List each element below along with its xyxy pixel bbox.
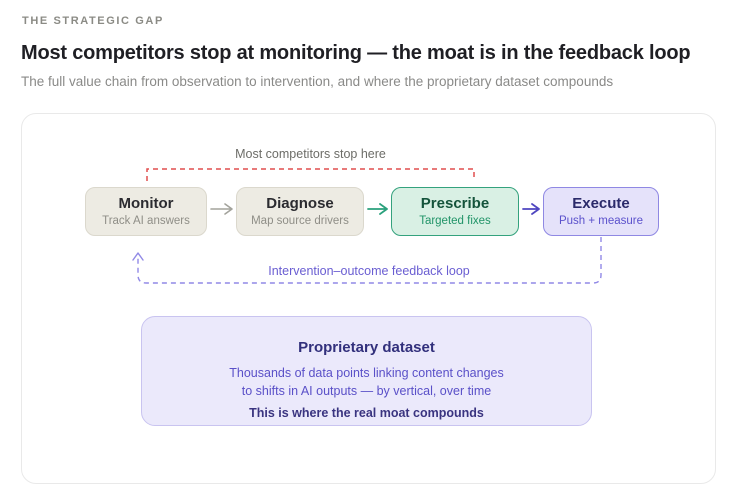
diagram-panel: Most competitors stop here Monitor Track… [21,113,716,484]
stage-execute-subtitle: Push + measure [558,215,644,227]
stage-execute-title: Execute [572,195,630,212]
stage-prescribe-title: Prescribe [420,195,490,212]
feedback-loop-label: Intervention–outcome feedback loop [219,264,519,278]
stage-diagnose-subtitle: Map source drivers [251,215,349,227]
stage-monitor-subtitle: Track AI answers [102,215,190,227]
stage-execute: Execute Push + measure [543,187,659,236]
dataset-card-line1: Thousands of data points linking content… [229,366,504,380]
dataset-card-line3: This is where the real moat compounds [249,406,484,420]
page-subtitle: The full value chain from observation to… [21,74,614,89]
dataset-card-title: Proprietary dataset [298,339,435,356]
stage-monitor-title: Monitor [118,195,174,212]
stage-prescribe-subtitle: Targeted fixes [419,215,491,227]
stage-prescribe: Prescribe Targeted fixes [391,187,519,236]
competitors-stop-annotation: Most competitors stop here [235,147,386,161]
arrow-diagnose-prescribe [367,203,388,215]
feedback-loop-arrowhead [132,252,144,261]
stage-diagnose: Diagnose Map source drivers [236,187,364,236]
arrow-prescribe-execute [522,203,540,215]
arrow-monitor-diagnose [210,203,233,215]
eyebrow-label: THE STRATEGIC GAP [22,15,164,27]
stage-monitor: Monitor Track AI answers [85,187,207,236]
proprietary-dataset-card: Proprietary dataset Thousands of data po… [141,316,592,426]
diagram-connectors [132,168,602,284]
page-title: Most competitors stop at monitoring — th… [21,42,691,64]
stage-diagnose-title: Diagnose [266,195,334,212]
red-bracket-line [146,168,475,181]
dataset-card-line2: to shifts in AI outputs — by vertical, o… [241,383,492,398]
